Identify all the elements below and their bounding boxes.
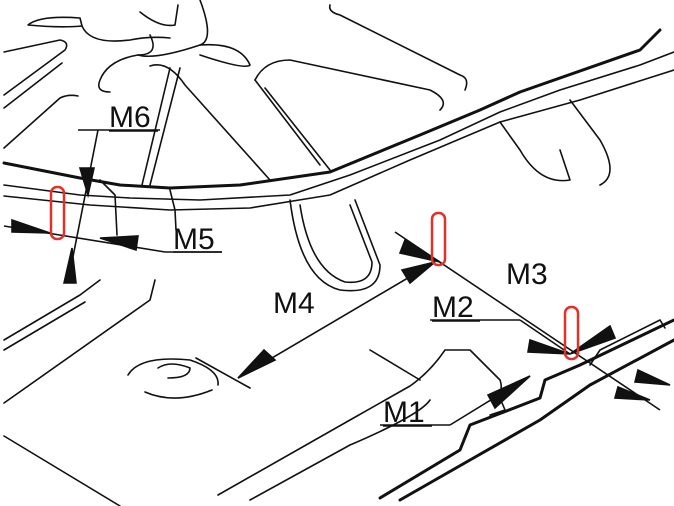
label-m1: M1 <box>383 396 425 429</box>
label-m6: M6 <box>109 101 151 134</box>
dimension-arrows <box>3 129 671 426</box>
marker-right <box>563 305 580 361</box>
marker-left <box>49 185 66 241</box>
label-underlines <box>109 130 480 427</box>
measurement-markers <box>49 185 580 361</box>
label-m3: M3 <box>506 258 548 291</box>
marker-mid <box>430 211 447 267</box>
label-m5: M5 <box>173 223 215 256</box>
label-m2: M2 <box>432 291 474 324</box>
label-m4: M4 <box>273 287 315 320</box>
